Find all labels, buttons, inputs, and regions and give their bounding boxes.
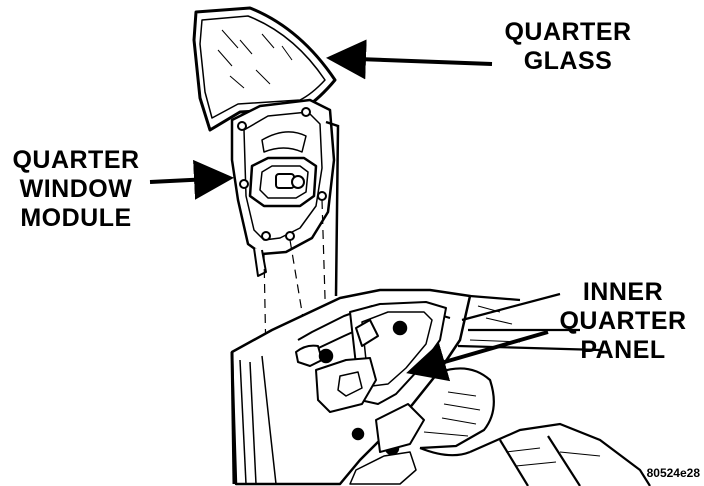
callout-quarter-glass-line-1: QUARTER (504, 18, 632, 46)
callout-quarter-glass: QUARTER GLASS (494, 18, 642, 76)
arrow-to-quarter-glass (326, 39, 493, 80)
inner-quarter-panel-part (230, 288, 472, 486)
callout-quarter-glass-line-2: GLASS (523, 47, 613, 75)
callout-quarter-window-module-line-3: MODULE (20, 204, 132, 232)
trim-hatching (423, 305, 601, 467)
leader-arrows (149, 39, 549, 382)
body-trim-right (419, 292, 651, 486)
callout-inner-quarter-panel: INNER QUARTER PANEL (548, 278, 698, 365)
arrow-to-quarter-window-module (149, 159, 234, 200)
figure-code: 80524e28 (646, 466, 700, 480)
callout-quarter-window-module-line-2: WINDOW (19, 175, 133, 203)
callout-inner-quarter-panel-line-3: PANEL (580, 336, 666, 364)
arrow-to-inner-quarter-panel (406, 330, 549, 382)
callout-quarter-window-module: QUARTER WINDOW MODULE (2, 146, 150, 233)
callout-quarter-window-module-line-1: QUARTER (12, 146, 140, 174)
quarter-pillar (325, 120, 340, 297)
callout-inner-quarter-panel-line-1: INNER (582, 278, 664, 306)
callout-inner-quarter-panel-line-2: QUARTER (559, 307, 687, 335)
quarter-window-module-part (230, 98, 336, 277)
